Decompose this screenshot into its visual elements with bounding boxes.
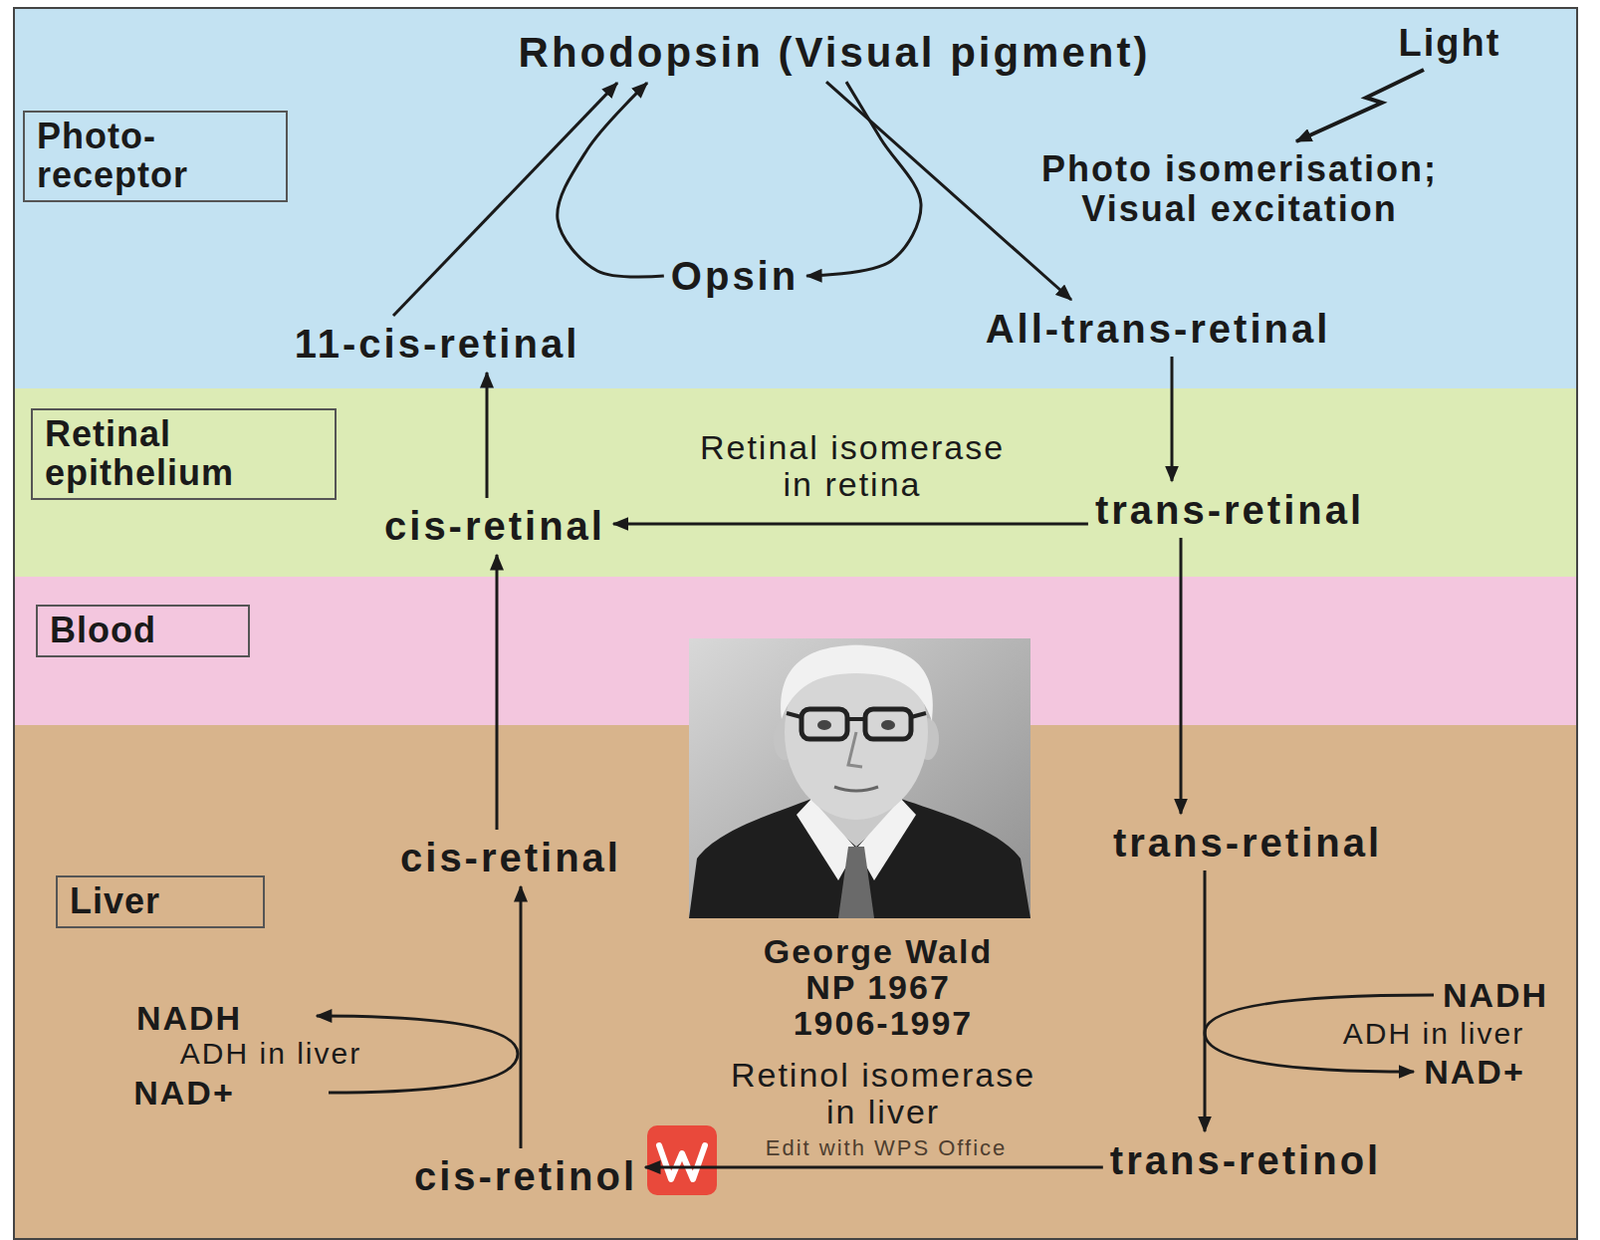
- enzyme-label: Retinol isomerase in liver: [713, 1056, 1053, 1132]
- compound-name: cis-retinol: [414, 1152, 638, 1199]
- light-label: Light: [1398, 23, 1502, 62]
- logo-mark: [659, 1144, 705, 1179]
- compound-node: cis-retinal: [396, 832, 626, 883]
- compound-name: trans-retinal: [1095, 486, 1365, 533]
- region-label: Blood: [35, 604, 250, 658]
- reaction-arrow: [826, 81, 1072, 300]
- compound-name: 11-cis-retinal: [294, 320, 581, 367]
- reaction-arrow: [485, 372, 489, 498]
- cofactor-label: NAD+: [1423, 1054, 1526, 1089]
- compound-node: cis-retinol: [410, 1150, 642, 1201]
- compound-node: 11-cis-retinal: [290, 318, 585, 369]
- compound-node: trans-retinal: [1109, 817, 1386, 868]
- region-label: Liver: [55, 875, 265, 928]
- cofactor-arc: [316, 1015, 518, 1093]
- reaction-arrow: [1170, 356, 1174, 481]
- compound-node: cis-retinal: [380, 500, 610, 551]
- compound-name: cis-retinal: [384, 502, 606, 549]
- photo-background: [688, 638, 1031, 918]
- compound-name: Opsin: [671, 252, 799, 299]
- reaction-arrow: [613, 522, 1089, 526]
- glasses: [865, 708, 912, 739]
- compound-name: trans-retinal: [1113, 819, 1382, 866]
- cofactor-label: NAD+: [133, 1075, 235, 1110]
- portrait-caption: NP 1967: [805, 969, 951, 1004]
- region-label: Photo- receptor: [22, 110, 288, 203]
- compound-node: trans-retinol: [1106, 1135, 1385, 1185]
- compound-node: Rhodopsin (Visual pigment): [514, 26, 1155, 79]
- compound-name: trans-retinol: [1110, 1137, 1381, 1183]
- compound-name: Rhodopsin (Visual pigment): [518, 28, 1151, 77]
- glasses: [801, 708, 848, 739]
- eye: [817, 719, 832, 730]
- tie: [838, 846, 875, 918]
- nose: [848, 731, 863, 767]
- compound-name: cis-retinal: [400, 834, 622, 881]
- eye: [881, 719, 896, 730]
- logo-tile: [647, 1125, 717, 1195]
- portrait-caption: 1906-1997: [793, 1005, 974, 1040]
- mouth: [834, 786, 879, 791]
- cofactor-label: NADH: [136, 1000, 242, 1035]
- cofactor-label: NADH: [1442, 977, 1549, 1012]
- portrait-photo: [688, 638, 1031, 918]
- compound-node: trans-retinal: [1091, 484, 1369, 535]
- reaction-arrow: [1179, 537, 1183, 814]
- reaction-arrow: [806, 81, 921, 276]
- reaction-arrow: [519, 886, 523, 1148]
- outer-frame: [13, 7, 1578, 1239]
- enzyme-label: Retinal isomerase in retina: [683, 429, 1022, 504]
- enzyme-label: ADH in liver: [1343, 1018, 1525, 1049]
- wps-logo: [647, 1125, 717, 1195]
- reaction-arrow: [557, 82, 665, 277]
- compound-name: All-trans-retinal: [985, 305, 1332, 352]
- portrait-caption: George Wald: [763, 933, 993, 968]
- reaction-arrow: [1203, 870, 1207, 1132]
- region-label: Retinal epithelium: [30, 408, 337, 500]
- reaction-arrow: [495, 554, 499, 830]
- glasses-frame: [786, 712, 926, 719]
- cofactor-arc: [1204, 994, 1434, 1072]
- compound-node: All-trans-retinal: [981, 303, 1336, 354]
- enzyme-label: ADH in liver: [180, 1038, 362, 1069]
- compound-node: Opsin: [667, 250, 803, 301]
- light-bolt: [1296, 69, 1424, 142]
- reaction-arrow: [645, 1165, 1104, 1169]
- reaction-arrow: [393, 82, 618, 316]
- process-note: Photo isomerisation; Visual excitation: [1020, 149, 1459, 229]
- watermark-text: Edit with WPS Office: [765, 1137, 1008, 1159]
